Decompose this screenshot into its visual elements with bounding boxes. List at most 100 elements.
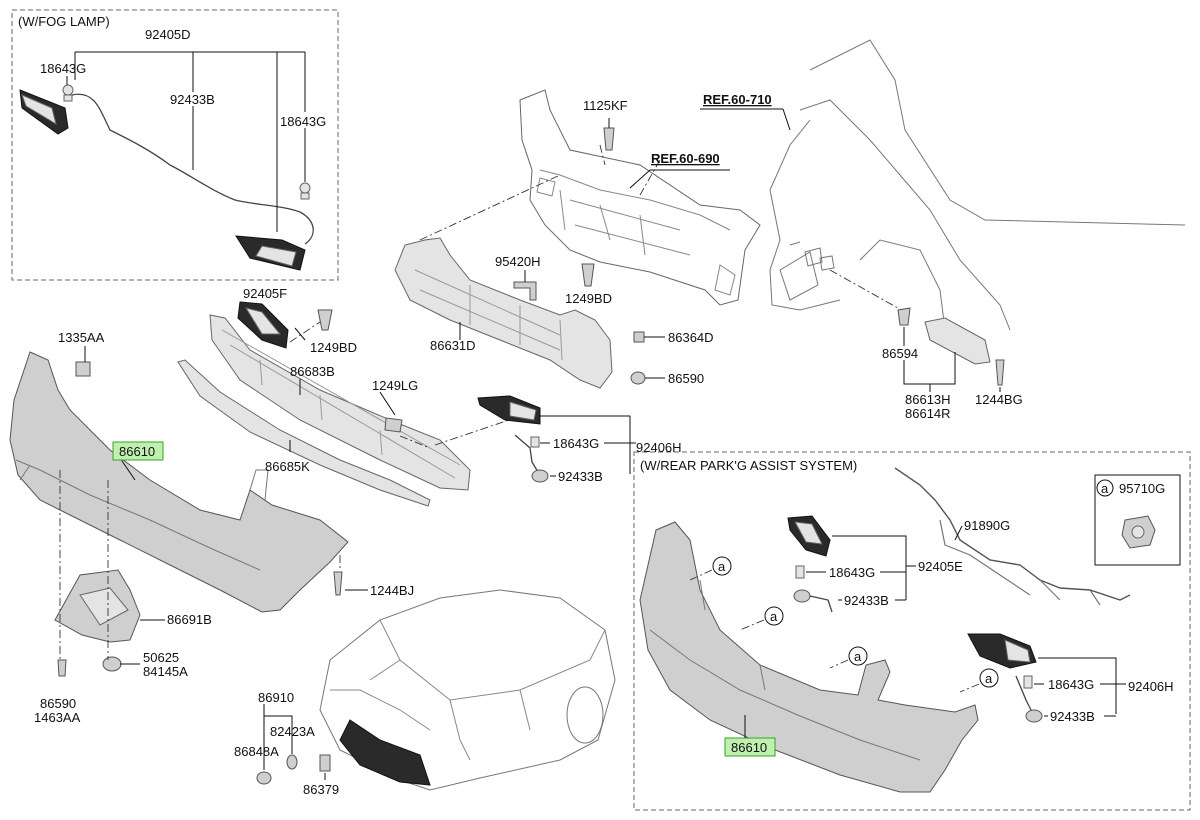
label-86614R: 86614R — [905, 406, 951, 421]
label-86590-upper: 86590 — [668, 371, 704, 386]
quarter-panel[interactable] — [769, 39, 1186, 331]
park-assist-section-frame — [633, 451, 1191, 811]
fog-lamp-harness[interactable] — [71, 93, 314, 245]
label-18643G-fog-right: 18643G — [280, 114, 326, 129]
callout-86610-right[interactable] — [724, 737, 776, 757]
park-assist-harness-91890G[interactable] — [894, 467, 1131, 601]
leader-92406H-lower — [1034, 657, 1126, 717]
label-95420H: 95420H — [495, 254, 541, 269]
label-86691B: 86691B — [167, 612, 212, 627]
svg-text:a: a — [1101, 481, 1109, 496]
under-cover-86691B[interactable] — [54, 569, 141, 643]
bracket-95420H[interactable] — [513, 281, 537, 301]
clip-86590-lower[interactable] — [57, 659, 67, 677]
vehicle-rear-view — [319, 589, 616, 791]
rear-bumper-beam[interactable] — [394, 237, 613, 389]
screw-86848A[interactable] — [256, 771, 272, 785]
label-86685K: 86685K — [265, 459, 310, 474]
callout-86610-left[interactable] — [112, 441, 164, 461]
bolt-1249LG[interactable] — [384, 417, 403, 433]
screw-1244BG[interactable] — [995, 359, 1005, 386]
socket-park-assist[interactable] — [793, 589, 833, 613]
label-18643G-park: 18643G — [829, 565, 875, 580]
label-86631D: 86631D — [430, 338, 476, 353]
bolt-1249BD-upper[interactable] — [581, 263, 595, 287]
fog-lamp-bulb-right[interactable] — [299, 182, 311, 200]
leader-92405D — [74, 51, 306, 232]
leader-91890G — [954, 525, 963, 541]
assembly-lines-left — [59, 321, 516, 660]
label-92406H-upper: 92406H — [636, 440, 682, 455]
label-1244BJ: 1244BJ — [370, 583, 414, 598]
retainer-86613H-86614R[interactable] — [924, 317, 991, 365]
cap-86379[interactable] — [319, 754, 331, 772]
lower-grille-86683B[interactable] — [209, 314, 471, 491]
fog-lamp-section-frame — [11, 9, 339, 281]
label-92433B-upper-lamp: 92433B — [558, 469, 603, 484]
back-panel-holes — [536, 177, 736, 296]
back-panel[interactable] — [519, 89, 761, 306]
lamp-harness-upper[interactable] — [514, 434, 549, 483]
label-92406H-lower: 92406H — [1128, 679, 1174, 694]
bolt-1125KF[interactable] — [603, 127, 615, 151]
ref-60-710[interactable]: REF.60-710 — [703, 92, 772, 107]
label-1463AA: 1463AA — [34, 710, 81, 725]
label-1335AA: 1335AA — [58, 330, 105, 345]
clip-86594[interactable] — [897, 307, 911, 326]
leader-fog-details — [66, 76, 306, 182]
label-92405F: 92405F — [243, 286, 287, 301]
label-82423A: 82423A — [270, 724, 315, 739]
screw-1244BJ[interactable] — [333, 571, 343, 596]
label-86683B: 86683B — [290, 364, 335, 379]
label-92405D: 92405D — [145, 27, 191, 42]
nut-86364D[interactable] — [633, 331, 645, 343]
bolt-1249BD-lower[interactable] — [317, 309, 333, 331]
sensor-assembly-lines — [689, 569, 980, 693]
ref-60-690[interactable]: REF.60-690 — [651, 151, 720, 166]
label-18643G-lower-lamp: 18643G — [1048, 677, 1094, 692]
back-up-lamp-park-assist[interactable] — [787, 515, 831, 557]
bulb-park-assist[interactable] — [795, 565, 805, 579]
grommet-50625-84145A[interactable] — [102, 656, 122, 672]
bracket-92405F[interactable] — [237, 301, 289, 349]
sensor-callout-a1[interactable]: a — [712, 556, 732, 576]
fog-lamp-bulb-left[interactable] — [62, 84, 74, 102]
back-up-lamp-upper[interactable] — [477, 395, 541, 425]
label-86613H: 86613H — [905, 392, 951, 407]
fog-lamp-right[interactable] — [235, 235, 306, 271]
label-92405E: 92405E — [918, 559, 963, 574]
label-86910: 86910 — [258, 690, 294, 705]
label-92433B-park: 92433B — [844, 593, 889, 608]
label-18643G-fog-left: 18643G — [40, 61, 86, 76]
leader-92405E — [806, 535, 916, 601]
parking-sensor-95710G[interactable] — [1121, 515, 1156, 549]
assembly-lines-center — [419, 144, 661, 241]
skid-plate-86685K[interactable] — [177, 359, 431, 507]
label-1244BG: 1244BG — [975, 392, 1023, 407]
label-1249LG: 1249LG — [372, 378, 418, 393]
label-86590-lower: 86590 — [40, 696, 76, 711]
label-92433B-fog: 92433B — [170, 92, 215, 107]
svg-text:a: a — [985, 671, 993, 686]
park-assist-harness-branches — [939, 519, 1101, 606]
clip-86590-upper[interactable] — [630, 371, 646, 385]
back-up-lamp-lower[interactable] — [967, 633, 1037, 669]
label-84145A: 84145A — [143, 664, 188, 679]
sensor-callout-a2[interactable]: a — [764, 606, 784, 626]
lamp-harness-lower[interactable] — [1015, 675, 1043, 723]
rear-bumper-cover-park-assist[interactable] — [639, 521, 979, 793]
fog-lamp-left[interactable] — [19, 89, 69, 135]
washer-82423A[interactable] — [286, 754, 298, 770]
label-1249BD-lower: 1249BD — [310, 340, 357, 355]
sensor-callout-a4[interactable]: a — [979, 668, 999, 688]
svg-text:a: a — [854, 649, 862, 664]
back-panel-detail — [539, 169, 731, 256]
rear-bumper-cover-left[interactable] — [9, 351, 349, 613]
clip-1335AA[interactable] — [75, 361, 91, 377]
sensor-callout-a3[interactable]: a — [848, 646, 868, 666]
label-1249BD-upper: 1249BD — [565, 291, 612, 306]
label-18643G-upper-lamp: 18643G — [553, 436, 599, 451]
fog-lamp-section-title: (W/FOG LAMP) — [18, 14, 110, 29]
label-86610-right: 86610 — [731, 740, 767, 755]
